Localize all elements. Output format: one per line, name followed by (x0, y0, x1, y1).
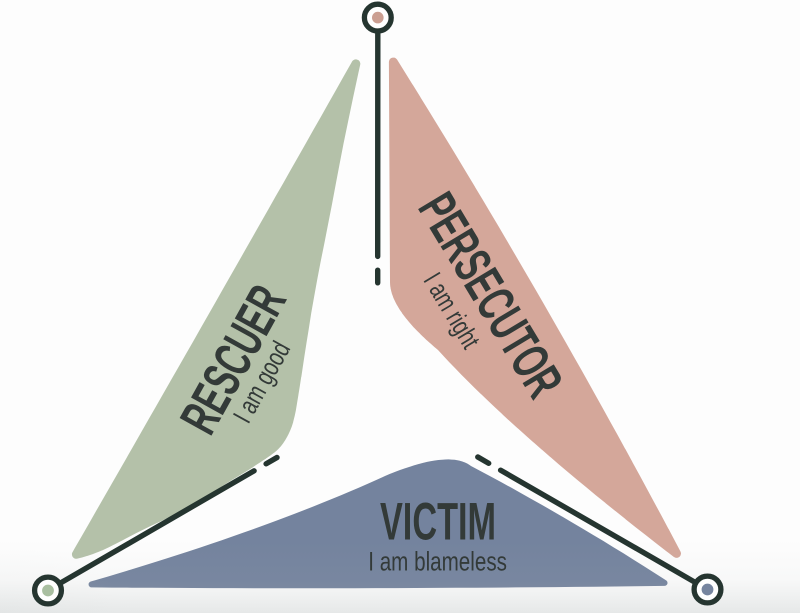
svg-text:I am blameless: I am blameless (368, 547, 507, 577)
svg-text:VICTIM: VICTIM (380, 493, 496, 551)
